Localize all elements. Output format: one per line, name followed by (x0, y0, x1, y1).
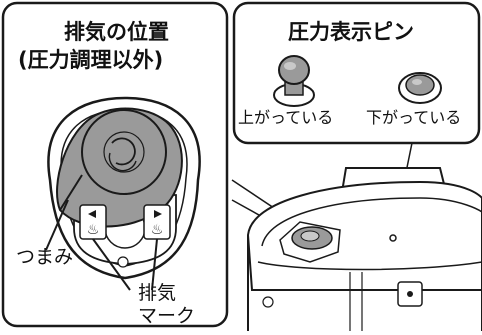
left-panel-title-line2: (圧力調理以外) (18, 48, 164, 72)
pin-down-label: 下がっている (366, 108, 462, 127)
exhaust-mark-label-line2: マーク (138, 305, 196, 327)
left-panel-title-line1: 排気の位置 (64, 20, 169, 44)
knob-icon (56, 107, 183, 228)
knob-leader-line (45, 199, 69, 251)
pressure-cooker-icon (246, 167, 482, 331)
pin-down-icon (398, 72, 442, 104)
mark-leader-line-left (92, 238, 131, 291)
knob-label: つまみ (16, 246, 74, 268)
pin-up-label: 上がっている (238, 108, 334, 127)
exhaust-mark-right-icon: ♨ (143, 204, 171, 240)
exhaust-mark-left-icon: ♨ (79, 204, 107, 240)
exhaust-mark-label-line1: 排気 (138, 282, 177, 304)
mark-leader-line-right (151, 238, 158, 291)
right-panel-frame (232, 1, 481, 145)
pin-up-icon (273, 55, 315, 107)
svg-text:♨: ♨ (151, 222, 164, 238)
right-panel-title: 圧力表示ピン (288, 20, 414, 44)
svg-text:♨: ♨ (87, 222, 100, 238)
